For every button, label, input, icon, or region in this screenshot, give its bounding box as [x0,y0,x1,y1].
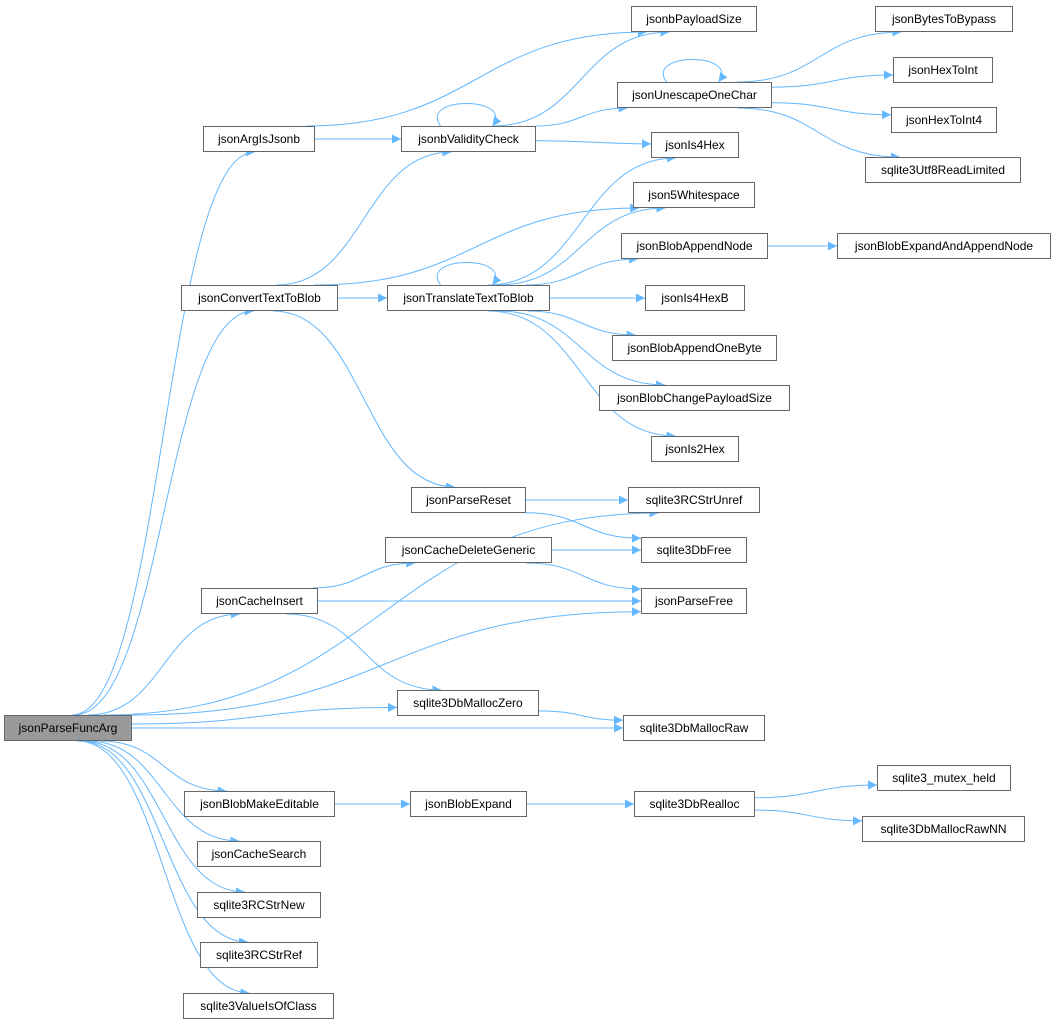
node-jsonParseReset[interactable]: jsonParseReset [411,487,526,513]
node-jsonBlobMakeEditable[interactable]: jsonBlobMakeEditable [184,791,335,817]
node-sqlite3ValueIsOfClass[interactable]: sqlite3ValueIsOfClass [183,993,334,1019]
edge-sqlite3DbRealloc-to-sqlite3_mutex_held [754,780,878,799]
edge-jsonTranslateTextToBlob-to-jsonBlobAppendOneByte [527,310,636,340]
edge-jsonParseFuncArg-to-sqlite3RCStrUnref [103,508,659,716]
node-sqlite3DbRealloc[interactable]: sqlite3DbRealloc [634,791,755,817]
edge-jsonConvertTextToBlob-to-json5Whitespace [314,203,640,286]
node-sqlite3DbMallocRaw[interactable]: sqlite3DbMallocRaw [623,715,765,741]
node-jsonArgIsJsonb[interactable]: jsonArgIsJsonb [203,126,315,152]
node-jsonBlobAppendNode[interactable]: jsonBlobAppendNode [621,233,768,259]
node-jsonbPayloadSize[interactable]: jsonbPayloadSize [631,6,757,32]
edge-jsonParseFuncArg-to-jsonArgIsJsonb [72,147,255,716]
edge-jsonTranslateTextToBlob-to-jsonBlobChangePayloadSize [497,310,666,390]
edge-jsonParseFuncArg-to-sqlite3RCStrNew [82,740,245,897]
edge-jsonParseReset-to-sqlite3DbFree [525,512,642,543]
edge-jsonTranslateTextToBlob-to-json5Whitespace [496,203,666,286]
node-jsonCacheDeleteGeneric[interactable]: jsonCacheDeleteGeneric [385,537,552,563]
edge-jsonArgIsJsonb-to-jsonbPayloadSize [306,27,647,127]
edge-jsonbValidityCheck-to-jsonUnescapeOneChar [535,103,628,127]
edge-jsonConvertTextToBlob-to-jsonbValidityCheck [276,147,452,286]
node-jsonBlobExpand[interactable]: jsonBlobExpand [410,791,527,817]
node-jsonHexToInt[interactable]: jsonHexToInt [893,57,993,83]
edge-jsonUnescapeOneChar-to-sqlite3Utf8ReadLimited [737,107,900,162]
edge-jsonTranslateTextToBlob-to-jsonIs2Hex [487,310,676,441]
node-sqlite3DbMallocZero[interactable]: sqlite3DbMallocZero [397,690,539,716]
node-sqlite3RCStrRef[interactable]: sqlite3RCStrRef [200,942,318,968]
node-jsonConvertTextToBlob[interactable]: jsonConvertTextToBlob [181,285,338,311]
edge-jsonParseFuncArg-to-jsonParseFree [131,607,642,716]
edge-jsonParseFuncArg-to-sqlite3ValueIsOfClass [76,740,250,998]
node-jsonBlobChangePayloadSize[interactable]: jsonBlobChangePayloadSize [599,385,790,411]
node-sqlite3RCStrNew[interactable]: sqlite3RCStrNew [197,892,321,918]
node-jsonParseFuncArg[interactable]: jsonParseFuncArg [4,715,132,741]
node-sqlite3RCStrUnref[interactable]: sqlite3RCStrUnref [628,487,760,513]
edge-jsonTranslateTextToBlob-to-jsonBlobAppendNode [524,254,639,286]
edge-jsonUnescapeOneChar-to-jsonHexToInt4 [771,102,892,120]
node-jsonBlobAppendOneByte[interactable]: jsonBlobAppendOneByte [612,335,777,361]
node-jsonBytesToBypass[interactable]: jsonBytesToBypass [875,6,1013,32]
edge-jsonbValidityCheck-to-jsonbValidityCheck [437,103,502,127]
edge-jsonCacheInsert-to-sqlite3DbMallocZero [286,613,442,695]
edge-sqlite3DbRealloc-to-sqlite3DbMallocRawNN [754,809,863,826]
edge-jsonTranslateTextToBlob-to-jsonTranslateTextToBlob [437,262,502,286]
edge-jsonParseFuncArg-to-sqlite3RCStrRef [78,740,249,947]
edge-jsonParseFuncArg-to-jsonConvertTextToBlob [73,306,254,716]
node-jsonUnescapeOneChar[interactable]: jsonUnescapeOneChar [617,82,772,108]
edge-jsonUnescapeOneChar-to-jsonBytesToBypass [737,27,902,83]
node-jsonCacheSearch[interactable]: jsonCacheSearch [197,841,321,867]
node-sqlite3_mutex_held[interactable]: sqlite3_mutex_held [877,765,1011,791]
node-jsonIs2Hex[interactable]: jsonIs2Hex [651,436,739,462]
node-sqlite3Utf8ReadLimited[interactable]: sqlite3Utf8ReadLimited [865,157,1021,183]
edge-jsonParseFuncArg-to-jsonCacheSearch [87,740,240,846]
node-jsonHexToInt4[interactable]: jsonHexToInt4 [891,107,997,133]
node-jsonTranslateTextToBlob[interactable]: jsonTranslateTextToBlob [387,285,550,311]
node-sqlite3DbFree[interactable]: sqlite3DbFree [641,537,747,563]
edge-jsonbValidityCheck-to-jsonbPayloadSize [492,27,670,127]
edge-jsonTranslateTextToBlob-to-jsonIs4Hex [487,153,676,286]
node-jsonIs4Hex[interactable]: jsonIs4Hex [651,132,739,158]
edge-jsonConvertTextToBlob-to-jsonParseReset [272,310,456,492]
edge-jsonUnescapeOneChar-to-jsonHexToInt [771,70,894,88]
node-sqlite3DbMallocRawNN[interactable]: sqlite3DbMallocRawNN [862,816,1025,842]
node-json5Whitespace[interactable]: json5Whitespace [633,182,755,208]
edge-jsonUnescapeOneChar-to-jsonUnescapeOneChar [663,59,728,83]
edge-jsonCacheDeleteGeneric-to-jsonParseFree [525,562,642,594]
node-jsonParseFree[interactable]: jsonParseFree [641,588,747,614]
edge-jsonParseFuncArg-to-jsonCacheInsert [87,609,240,716]
node-jsonIs4HexB[interactable]: jsonIs4HexB [645,285,745,311]
edge-jsonCacheInsert-to-jsonCacheDeleteGeneric [312,558,416,589]
edge-sqlite3DbMallocZero-to-sqlite3DbMallocRaw [538,710,624,725]
edge-jsonbValidityCheck-to-jsonIs4Hex [535,139,652,149]
edge-jsonParseFuncArg-to-sqlite3DbMallocZero [131,702,398,725]
node-jsonCacheInsert[interactable]: jsonCacheInsert [201,588,318,614]
node-jsonbValidityCheck[interactable]: jsonbValidityCheck [401,126,536,152]
node-jsonBlobExpandAndAppendNode[interactable]: jsonBlobExpandAndAppendNode [837,233,1051,259]
edge-jsonParseFuncArg-to-jsonBlobMakeEditable [100,740,227,796]
